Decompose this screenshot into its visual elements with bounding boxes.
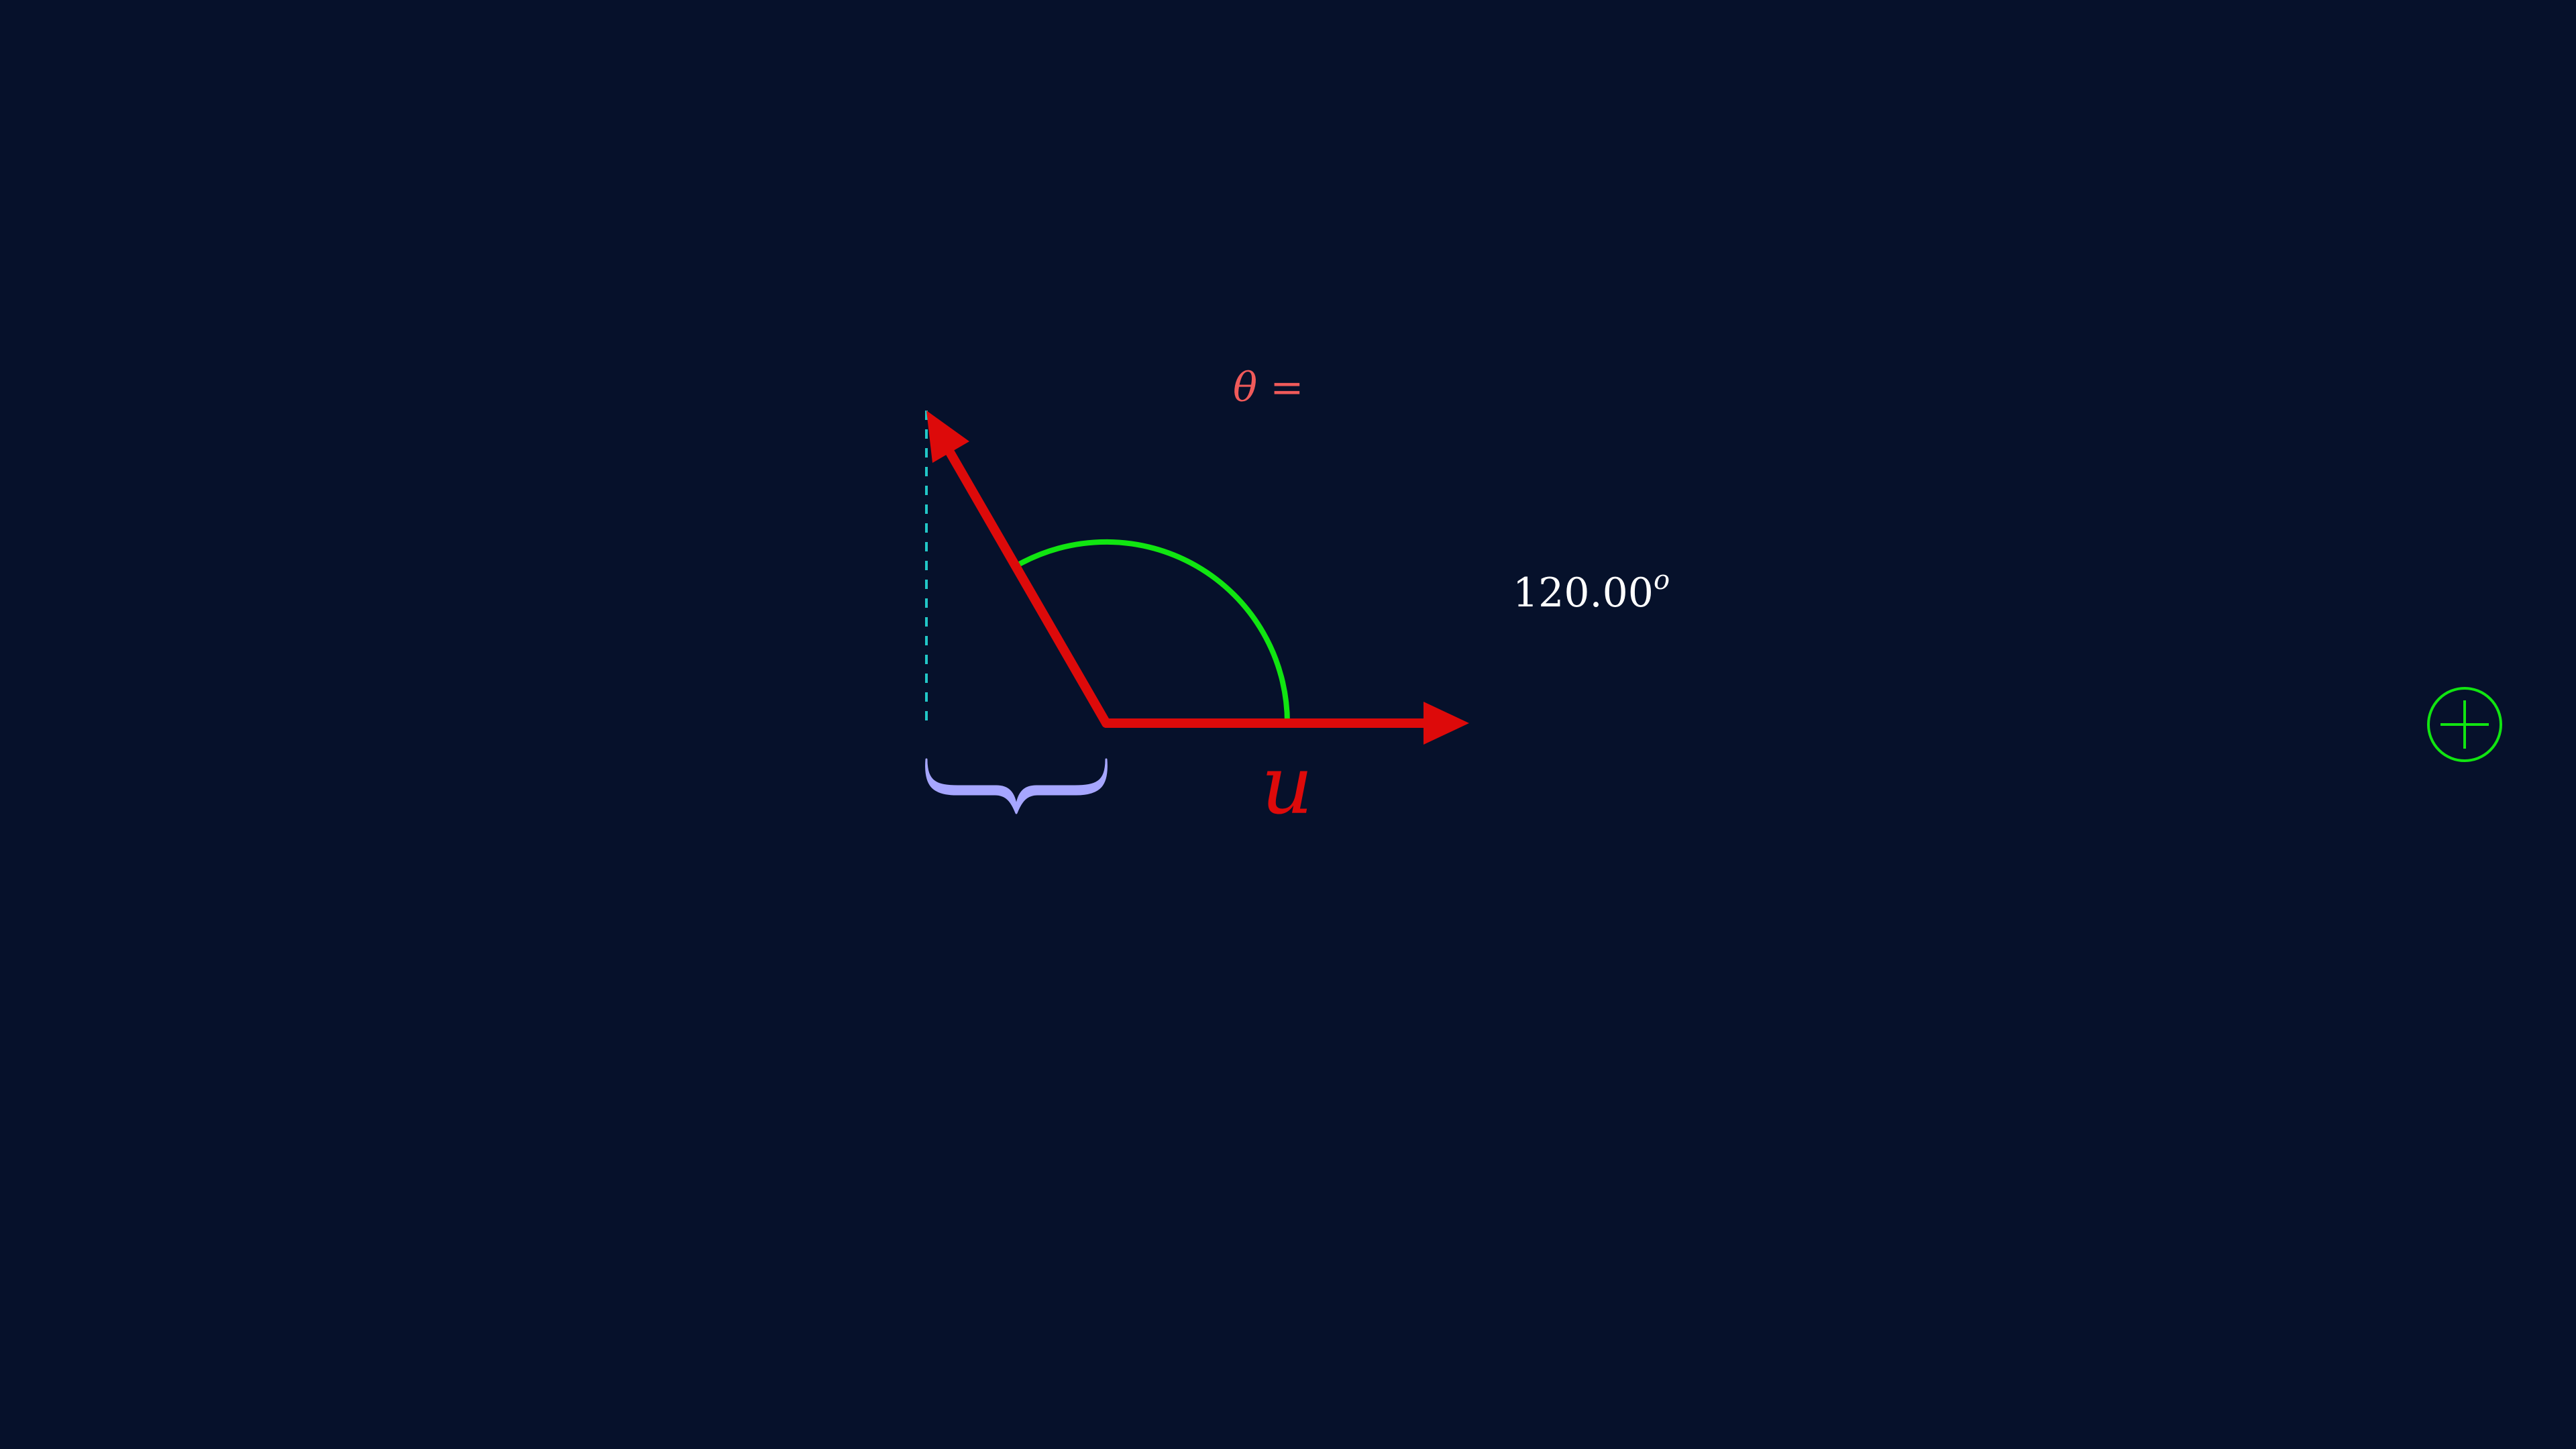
- rotated-vector-shaft: [941, 439, 1111, 728]
- angle-arc: [1014, 539, 1290, 724]
- plus-circle-icon: [2427, 687, 2502, 762]
- angle-readout-unit: o: [1654, 565, 1670, 596]
- vector-u-label: u: [1261, 739, 1313, 833]
- projection-brace: [925, 758, 1108, 814]
- rotated-vector-arrowhead: [926, 411, 969, 463]
- vector-u-arrowhead: [1424, 702, 1469, 745]
- theta-label: θ =: [1233, 364, 1303, 411]
- angle-readout: 120.00o: [1513, 565, 1670, 616]
- angle-readout-value: 120.00: [1513, 570, 1654, 616]
- add-button[interactable]: [2427, 687, 2502, 762]
